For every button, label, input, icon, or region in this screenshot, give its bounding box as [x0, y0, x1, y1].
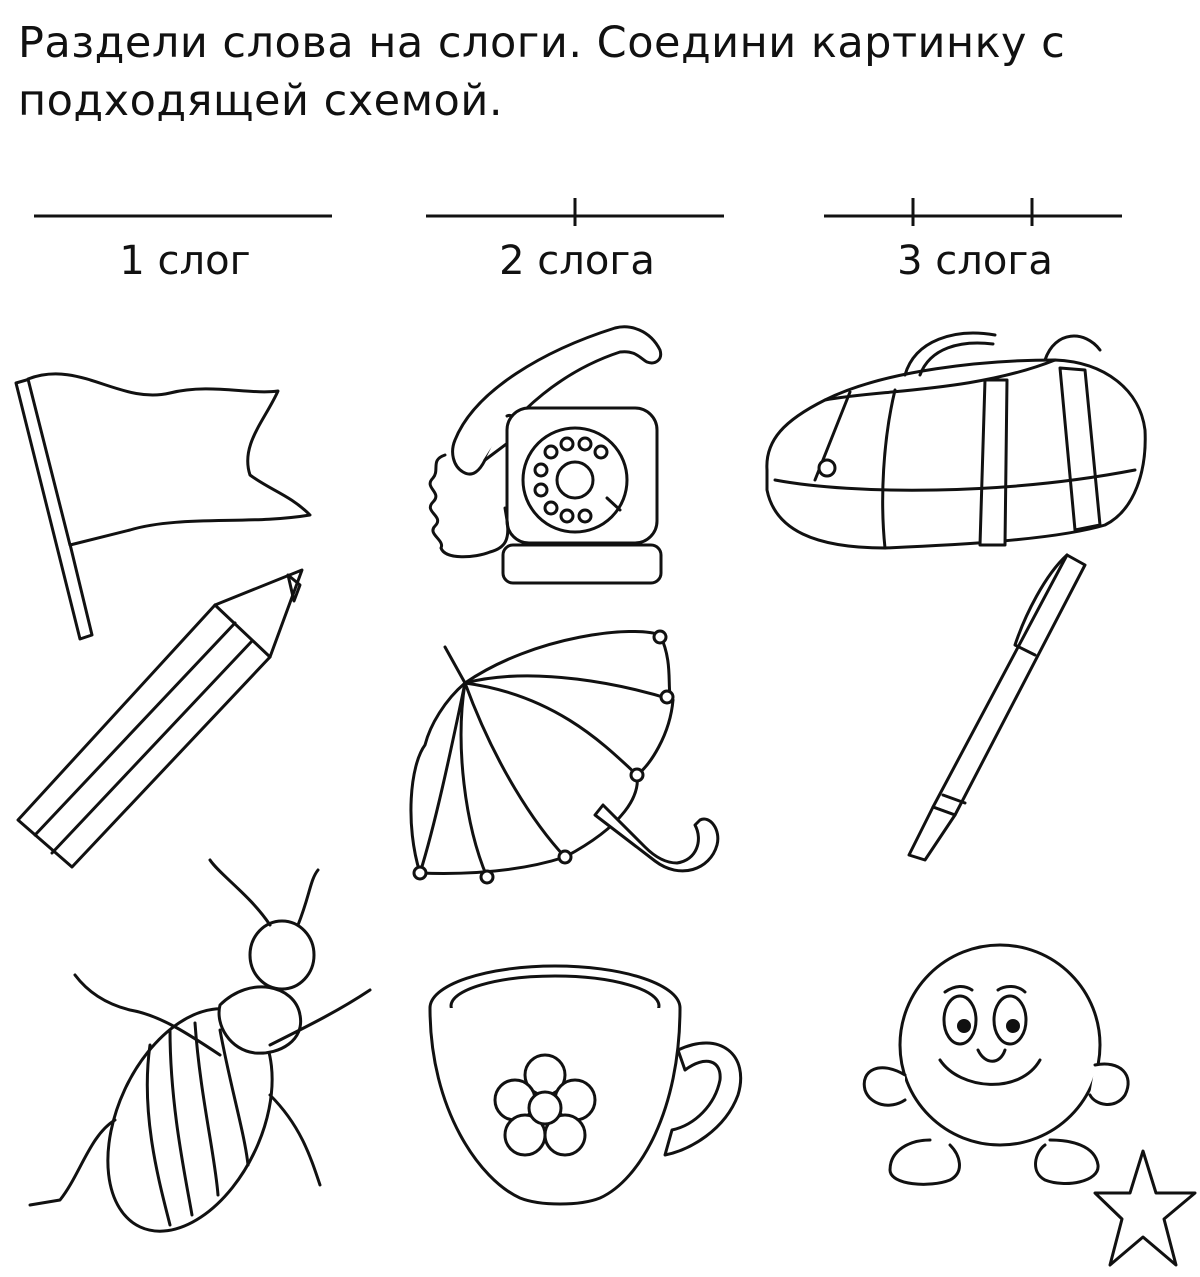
beetle-icon[interactable] — [20, 855, 400, 1240]
scheme-3-syllables[interactable]: 3 слога — [820, 192, 1130, 292]
scheme-label: 3 слога — [897, 238, 1053, 284]
scheme-1-line — [34, 214, 332, 218]
telephone-icon[interactable] — [415, 320, 675, 590]
scheme-1-syllable[interactable]: 1 слог — [30, 192, 340, 292]
flower-icon — [493, 1053, 597, 1157]
kolobok-icon[interactable] — [850, 940, 1150, 1200]
bag-icon[interactable] — [755, 320, 1155, 560]
star-icon[interactable] — [1093, 1147, 1198, 1275]
flag-icon[interactable] — [10, 365, 320, 645]
pencil-icon[interactable] — [10, 565, 310, 875]
pen-icon[interactable] — [895, 545, 1095, 870]
scheme-label: 2 слога — [499, 238, 655, 284]
umbrella-icon[interactable] — [405, 625, 725, 890]
scheme-label: 1 слог — [119, 238, 251, 284]
scheme-2-syllables[interactable]: 2 слога — [422, 192, 732, 292]
scheme-3-line — [824, 198, 1122, 226]
task-instruction: Раздели слова на слоги. Соедини картинку… — [18, 18, 1066, 126]
scheme-2-line — [426, 198, 724, 226]
cup-icon[interactable] — [420, 960, 750, 1210]
